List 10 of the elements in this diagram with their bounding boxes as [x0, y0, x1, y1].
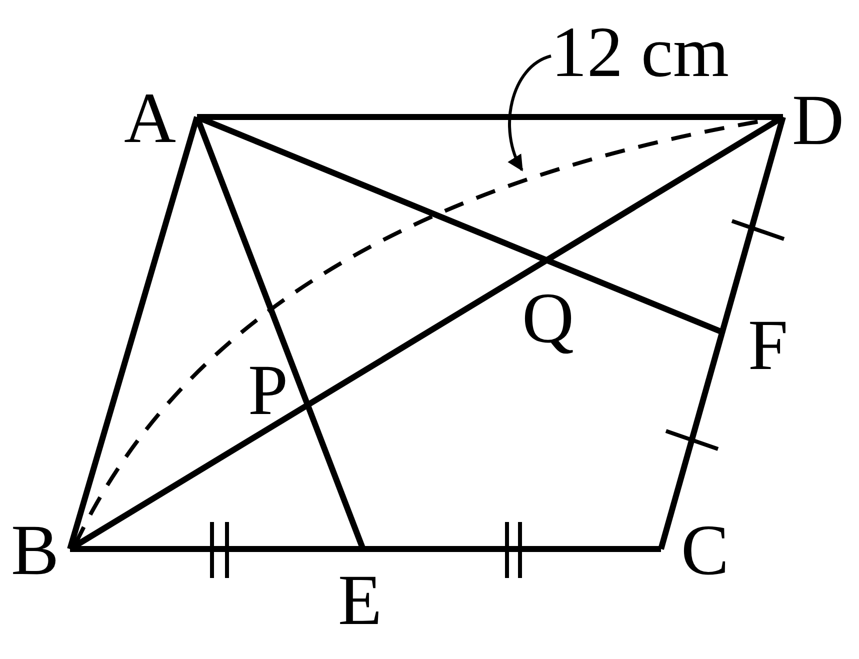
point-label: F — [748, 309, 788, 381]
point-label: Q — [522, 282, 574, 354]
point-label: A — [124, 82, 176, 154]
point-label: B — [10, 514, 60, 586]
length-label: 12 cm — [551, 16, 729, 88]
point-label: C — [680, 514, 730, 586]
point-label: E — [338, 564, 382, 636]
leader-arrow — [508, 54, 552, 172]
point-label: P — [248, 354, 288, 426]
point-label: D — [792, 84, 844, 156]
